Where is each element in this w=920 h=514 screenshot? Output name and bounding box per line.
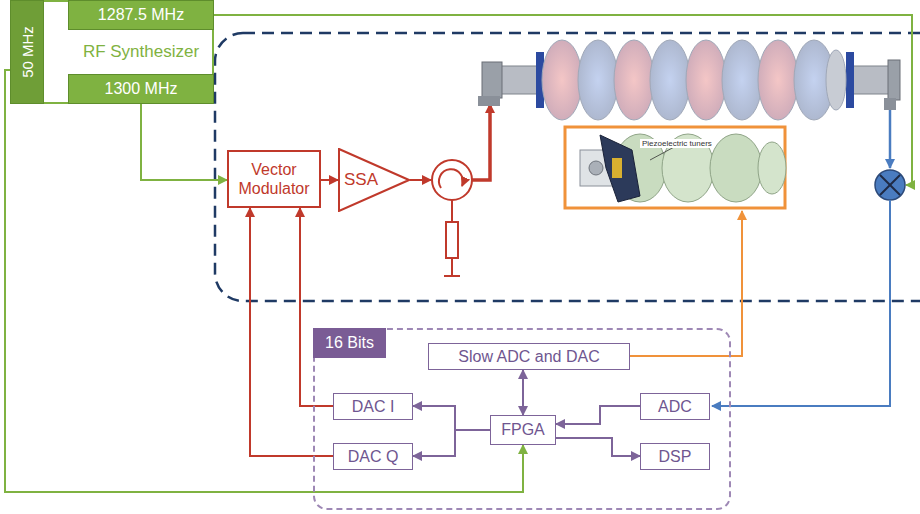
signal-connector [556, 438, 640, 456]
amplifier-triangle: SSA [338, 148, 410, 212]
rf-wire [410, 179, 431, 181]
box-label: DSP [659, 448, 692, 466]
pickup-wire [889, 110, 892, 168]
box-label: DAC Q [348, 448, 399, 466]
signal-connector [300, 208, 333, 406]
group-tag: 16 Bits [313, 328, 386, 358]
converter-box: Slow ADC and DAC [428, 343, 630, 370]
electronics-region: 16 BitsSlow ADC and DAC DAC I FPGA ADC DAC Q… [313, 328, 731, 510]
box-label: Slow ADC and DAC [458, 348, 599, 366]
box-label: Vector Modulator [233, 160, 315, 198]
box-label: DAC I [352, 398, 395, 416]
callout-label: Piezoelectric tuners [640, 139, 714, 148]
modulator-box: Vector Modulator [227, 150, 321, 208]
dsp-box: DSP [640, 443, 710, 470]
signal-connector [5, 70, 523, 492]
cryomodule-region [215, 33, 920, 301]
box-label: SSA [344, 170, 378, 190]
if-wire [712, 200, 890, 406]
circulator-symbol [432, 160, 472, 200]
box-label: ADC [658, 398, 692, 416]
signal-connector [522, 370, 524, 415]
signal-connector [413, 406, 490, 430]
mixer-symbol [875, 170, 905, 200]
frequency-box: 1287.5 MHz [68, 0, 214, 30]
adc-box: ADC [640, 393, 710, 420]
frequency-box: 1300 MHz [68, 74, 214, 104]
signal-connector [556, 406, 640, 424]
load-resistor-symbol [444, 200, 460, 276]
cavity-illustration [478, 40, 900, 120]
tuner-illustration [565, 127, 786, 208]
synthesizer-box: RF Synthesizer 1287.5 MHz 1300 MHz 50 MHz [10, 0, 214, 104]
dac-box: DAC I [333, 393, 413, 420]
reference-box: 50 MHz [10, 0, 44, 104]
box-label: 1287.5 MHz [98, 6, 184, 24]
box-title: RF Synthesizer [68, 30, 214, 74]
dac-box: DAC Q [333, 443, 413, 470]
fpga-box: FPGA [490, 415, 556, 445]
tuner-control-wire [630, 211, 742, 356]
rf-power-wire [472, 104, 490, 180]
signal-connector [413, 430, 490, 456]
signal-connector [141, 104, 227, 180]
box-label: 1300 MHz [105, 80, 178, 98]
box-label: 50 MHz [19, 26, 36, 78]
signal-connector [321, 179, 338, 181]
box-label: FPGA [501, 421, 545, 439]
